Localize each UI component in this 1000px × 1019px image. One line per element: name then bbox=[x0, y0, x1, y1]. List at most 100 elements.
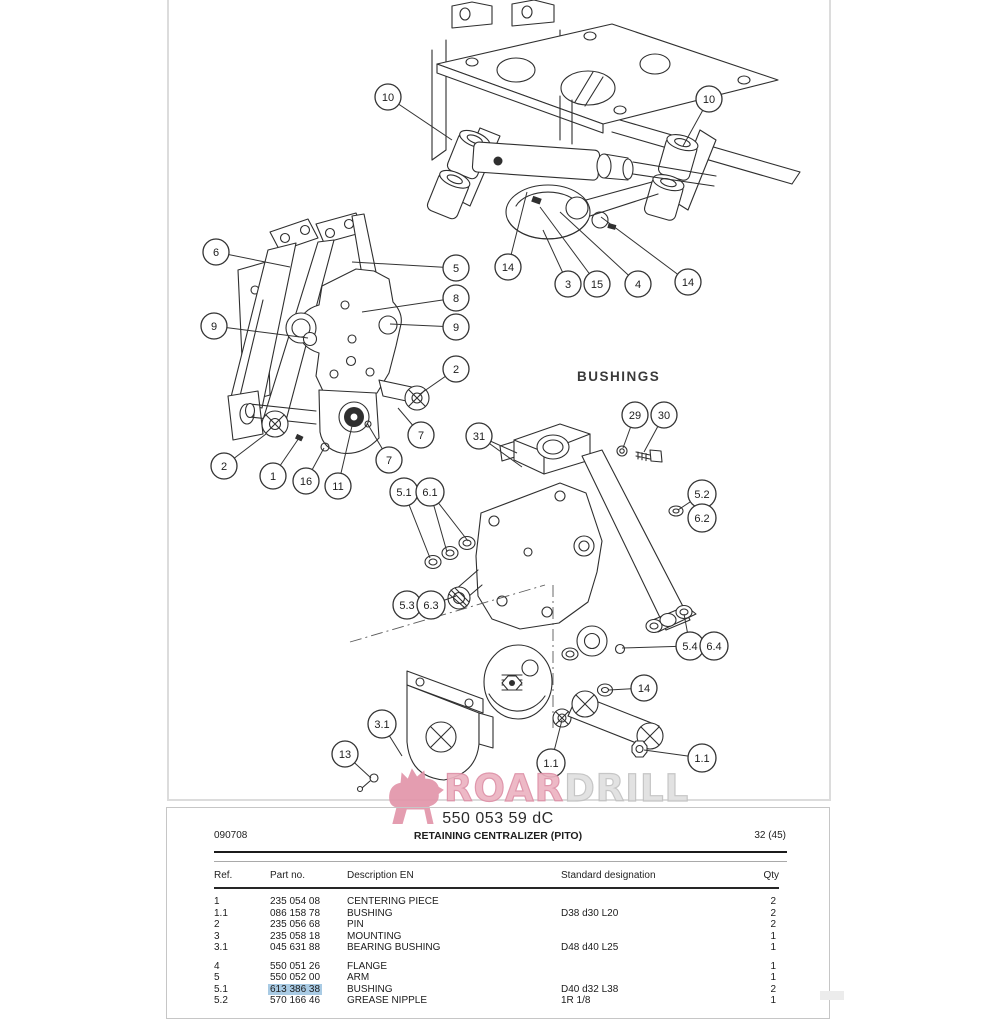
mounting-assembly bbox=[227, 212, 430, 454]
callout-balloon-3.1 bbox=[367, 709, 397, 739]
callout-label: 15 bbox=[591, 279, 603, 291]
callout-balloon-11 bbox=[324, 472, 352, 500]
cell-part-no: 086 158 78 bbox=[270, 907, 321, 919]
column-header-qty: Qty bbox=[763, 870, 779, 881]
cell-description: PIN bbox=[347, 919, 364, 930]
leader-line bbox=[539, 206, 598, 285]
callout-label: 30 bbox=[658, 410, 670, 422]
callout-balloon-31 bbox=[465, 422, 493, 450]
page-corner-artifact bbox=[820, 991, 844, 1000]
column-header-std: Standard designation bbox=[561, 870, 656, 881]
title-rule-thin bbox=[214, 861, 787, 862]
callout-balloon-13 bbox=[331, 740, 359, 768]
callout-label: 3.1 bbox=[374, 719, 389, 731]
cell-ref: 1 bbox=[214, 896, 220, 907]
cell-qty: 2 bbox=[770, 896, 776, 907]
callout-label: 6.2 bbox=[694, 513, 709, 525]
callout-balloon-29 bbox=[621, 401, 649, 429]
cell-qty: 2 bbox=[770, 983, 776, 995]
callout-label: 10 bbox=[382, 92, 394, 104]
cell-ref: 5.2 bbox=[214, 995, 228, 1006]
cell-ref: 1.1 bbox=[214, 907, 228, 919]
leader-line bbox=[559, 211, 639, 285]
cell-part-no: 613 386 38 bbox=[268, 983, 323, 995]
callout-label: 5.4 bbox=[682, 641, 697, 653]
cell-qty: 1 bbox=[770, 942, 776, 953]
cell-description: BUSHING bbox=[347, 907, 393, 919]
callout-label: 1.1 bbox=[543, 758, 558, 770]
callout-label: 7 bbox=[386, 455, 392, 467]
cell-part-no: 570 166 46 bbox=[270, 995, 321, 1006]
cell-part-no: 550 052 00 bbox=[270, 972, 321, 983]
callout-label: 2 bbox=[453, 364, 459, 376]
document-part-number: 550 053 59 dC bbox=[442, 810, 554, 827]
page-title: RETAINING CENTRALIZER (PITO) bbox=[413, 830, 583, 842]
top-assembly bbox=[426, 0, 801, 240]
callout-label: 6.4 bbox=[706, 641, 721, 653]
callout-balloon-14 bbox=[494, 253, 522, 281]
callout-balloon-14 bbox=[630, 674, 658, 702]
callout-balloon-7 bbox=[407, 421, 435, 449]
cell-standard: D48 d40 L25 bbox=[561, 942, 619, 953]
callout-balloon-3 bbox=[554, 270, 582, 298]
callout-balloon-5 bbox=[442, 254, 470, 282]
cell-ref: 3.1 bbox=[214, 942, 228, 953]
callout-label: 1 bbox=[270, 471, 276, 483]
roller bbox=[657, 134, 699, 181]
cell-description: BEARING BUSHING bbox=[347, 942, 441, 953]
title-rule bbox=[214, 851, 787, 854]
callout-balloon-15 bbox=[583, 270, 611, 298]
callout-balloon-9 bbox=[200, 312, 228, 340]
callout-label: 5.1 bbox=[396, 487, 411, 499]
callout-label: 10 bbox=[703, 94, 715, 106]
page-number: 32 (45) bbox=[754, 830, 786, 841]
cell-standard: D40 d32 L38 bbox=[561, 983, 619, 995]
cell-part-no: 235 058 18 bbox=[270, 930, 321, 942]
cell-ref: 3 bbox=[214, 930, 220, 942]
column-header-desc: Description EN bbox=[347, 870, 414, 881]
callout-label: 5.2 bbox=[694, 489, 709, 501]
cell-qty: 1 bbox=[770, 960, 776, 972]
header-rule bbox=[214, 887, 779, 889]
callout-balloon-6.2 bbox=[687, 503, 717, 533]
diagram-frame bbox=[167, 0, 831, 801]
callout-balloon-2 bbox=[210, 452, 238, 480]
callout-label: 5.3 bbox=[399, 600, 414, 612]
cell-description: FLANGE bbox=[347, 960, 388, 972]
callout-label: 6 bbox=[213, 247, 219, 259]
callout-label: 14 bbox=[638, 683, 650, 695]
callout-balloon-10 bbox=[695, 85, 723, 113]
mounting-plate-2 bbox=[475, 482, 603, 630]
callout-balloon-1.1 bbox=[536, 748, 566, 778]
callout-balloon-6.4 bbox=[699, 631, 729, 661]
bushings-assembly bbox=[349, 423, 697, 793]
callout-label: 14 bbox=[682, 277, 694, 289]
cell-ref: 4 bbox=[214, 960, 220, 972]
cell-standard: 1R 1/8 bbox=[561, 995, 591, 1006]
callout-balloon-1 bbox=[259, 462, 287, 490]
callout-label: 14 bbox=[502, 262, 514, 274]
cell-part-no: 045 631 88 bbox=[270, 942, 321, 953]
callout-balloon-2 bbox=[442, 355, 470, 383]
callout-balloon-9 bbox=[442, 313, 470, 341]
cell-part-no: 235 056 68 bbox=[270, 919, 321, 930]
callout-label: 29 bbox=[629, 410, 641, 422]
arm bbox=[581, 449, 691, 631]
table-row: 1 235 054 08 CENTERING PIECE 2 bbox=[167, 896, 829, 907]
leader-line bbox=[351, 261, 457, 269]
cell-standard: D38 d30 L20 bbox=[561, 907, 619, 919]
cell-part-no: 550 051 26 bbox=[270, 960, 321, 972]
cell-part-no: 235 054 08 bbox=[270, 896, 321, 907]
bushings-section-label: BUSHINGS bbox=[577, 369, 661, 384]
leader-line bbox=[213, 325, 309, 339]
callout-label: 9 bbox=[453, 322, 459, 334]
cell-description: CENTERING PIECE bbox=[347, 896, 439, 907]
callout-balloon-6.3 bbox=[416, 590, 446, 620]
column-header-ref: Ref. bbox=[214, 870, 233, 881]
callout-label: 3 bbox=[565, 279, 571, 291]
